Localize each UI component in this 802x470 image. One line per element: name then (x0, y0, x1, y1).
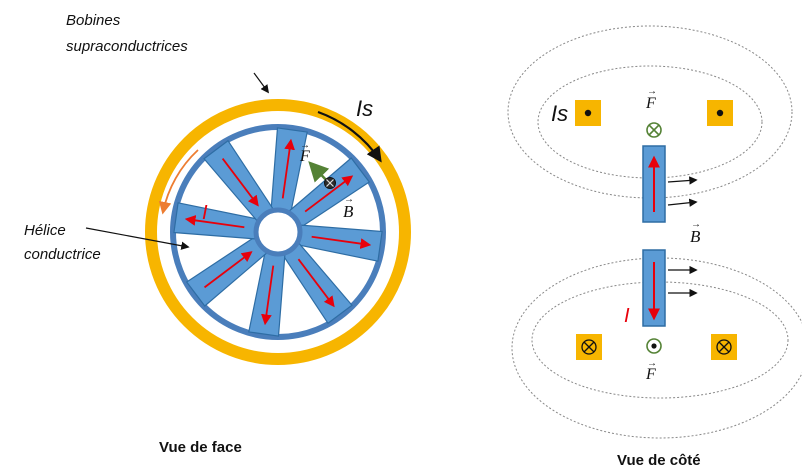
coil-bottom-left-in-icon (576, 334, 602, 360)
i-current-direction-arrow (158, 149, 199, 215)
side-is-current-label: Is (551, 101, 568, 126)
helix-label-line2: conductrice (24, 246, 101, 263)
side-field-arrow-glyph: → (691, 219, 701, 230)
coil-top-left-out-icon (575, 100, 601, 126)
coil-label-pointer (253, 72, 269, 94)
current-into-page-icon (324, 177, 336, 189)
field-label-arrow-glyph: → (344, 194, 354, 205)
helix-inner-hub (253, 207, 303, 257)
coil-top-right-out-icon (707, 100, 733, 126)
side-field-label: B (690, 227, 701, 246)
force-label-arrow-glyph: → (300, 140, 310, 151)
side-force-top-arrow-glyph: → (647, 86, 657, 97)
blade-current-arrow (221, 157, 259, 207)
helix-label-line1: Hélice (24, 222, 66, 239)
field-line-top-inner (537, 65, 763, 179)
helix-label-pointer (85, 227, 190, 250)
blade-current-arrow (311, 235, 372, 249)
side-view-caption: Vue de côté (617, 452, 701, 469)
i-current-label: I (202, 202, 208, 224)
coil-bottom-right-in-icon (711, 334, 737, 360)
coil-label-line1: Bobines (66, 12, 121, 29)
helix-blades (173, 127, 383, 337)
force-label: F (299, 148, 310, 165)
front-view-caption: Vue de face (159, 439, 242, 456)
field-arrow-1 (667, 176, 698, 185)
side-i-current-label: I (624, 305, 630, 327)
force-into-page-icon (646, 122, 662, 138)
blade-current-arrow (261, 265, 275, 326)
field-label: B (343, 202, 354, 221)
side-force-bottom-arrow-glyph: → (647, 358, 657, 369)
is-current-arrow (317, 110, 382, 163)
force-vector-arrow (308, 161, 330, 183)
coil-label-line2: supraconductrices (66, 38, 188, 55)
superconducting-coil-ring (145, 99, 411, 365)
blade-current-arrow (203, 251, 253, 289)
field-arrow-2 (667, 198, 698, 207)
blade-current-arrow (304, 175, 354, 213)
side-view: Is I F → F → B → Vue de côté (507, 25, 802, 469)
blade-current-arrow (184, 215, 245, 229)
front-view: Bobines supraconductrices Hélice conduct… (24, 12, 411, 456)
side-force-top-label: F (645, 95, 656, 112)
side-force-bottom-label: F (645, 366, 656, 383)
blade-current-arrow (281, 138, 295, 199)
is-current-label: Is (356, 96, 373, 121)
blade-current-arrow (297, 258, 335, 308)
force-out-of-page-icon (646, 338, 662, 354)
